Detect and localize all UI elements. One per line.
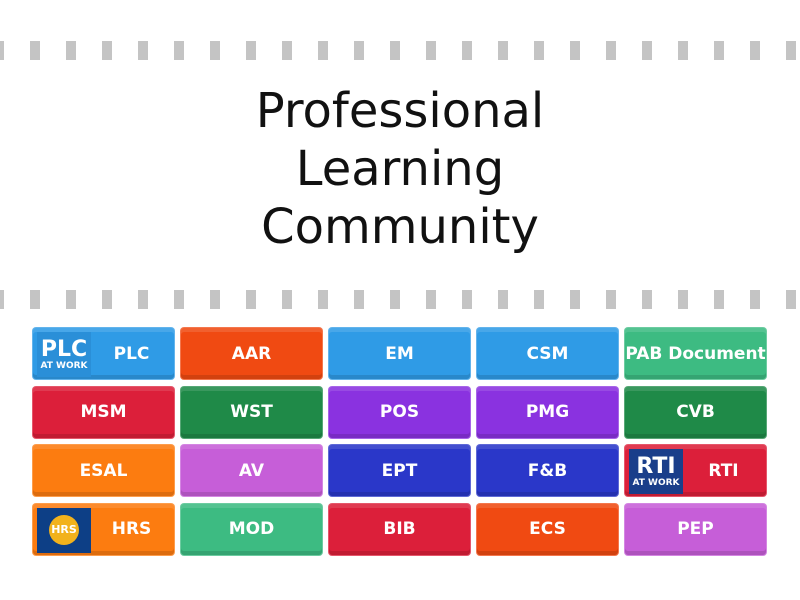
divider-dash bbox=[174, 290, 184, 309]
bottom-divider bbox=[0, 290, 800, 309]
divider-dash bbox=[30, 41, 40, 60]
tile-label: EM bbox=[385, 343, 414, 364]
divider-dash bbox=[102, 41, 112, 60]
answer-tile[interactable]: PMG bbox=[476, 385, 619, 439]
tile-label: PEP bbox=[677, 519, 714, 539]
answer-tile[interactable]: ECS bbox=[476, 502, 619, 556]
tile-label: ESAL bbox=[79, 460, 128, 481]
divider-dash bbox=[246, 290, 256, 309]
divider-dash bbox=[390, 290, 400, 309]
divider-dash bbox=[714, 290, 724, 309]
divider-dash bbox=[174, 41, 184, 60]
divider-dash bbox=[786, 41, 796, 60]
tile-label: PAB Document bbox=[625, 343, 766, 364]
divider-dash bbox=[0, 290, 4, 309]
divider-dash bbox=[642, 41, 652, 60]
divider-dash bbox=[534, 41, 544, 60]
divider-dash bbox=[498, 290, 508, 309]
answer-tile[interactable]: AAR bbox=[180, 327, 323, 380]
divider-dash bbox=[786, 290, 796, 309]
divider-dash bbox=[246, 41, 256, 60]
divider-dash bbox=[426, 290, 436, 309]
answer-tile[interactable]: EPT bbox=[328, 444, 471, 497]
tile-label: CVB bbox=[676, 402, 715, 422]
tile-label: RTI bbox=[708, 460, 739, 481]
divider-dash bbox=[750, 290, 760, 309]
page-title: Professional Learning Community bbox=[255, 83, 545, 255]
tile-label: BIB bbox=[383, 519, 416, 539]
answer-tile[interactable]: AV bbox=[180, 444, 323, 497]
tile-label: MSM bbox=[80, 402, 127, 422]
tile-label: PLC bbox=[113, 343, 150, 364]
divider-dash bbox=[282, 41, 292, 60]
divider-dash bbox=[570, 41, 580, 60]
divider-dash bbox=[138, 41, 148, 60]
divider-dash bbox=[426, 41, 436, 60]
divider-dash bbox=[30, 290, 40, 309]
divider-dash bbox=[138, 290, 148, 309]
answer-tile[interactable]: BIB bbox=[328, 502, 471, 556]
divider-dash bbox=[102, 290, 112, 309]
divider-dash bbox=[354, 41, 364, 60]
divider-dash bbox=[462, 290, 472, 309]
tile-label: AV bbox=[238, 460, 265, 481]
divider-dash bbox=[570, 290, 580, 309]
answer-tile[interactable]: POS bbox=[328, 385, 471, 439]
divider-dash bbox=[390, 41, 400, 60]
tile-label: CSM bbox=[526, 343, 569, 364]
answer-tile[interactable]: ESAL bbox=[32, 444, 175, 497]
divider-dash bbox=[534, 290, 544, 309]
divider-dash bbox=[282, 290, 292, 309]
divider-dash bbox=[210, 41, 220, 60]
answer-tile[interactable]: PEP bbox=[624, 502, 767, 556]
divider-dash bbox=[498, 41, 508, 60]
divider-dash bbox=[210, 290, 220, 309]
logo-icon: HRS bbox=[37, 507, 91, 553]
divider-dash bbox=[0, 41, 4, 60]
answer-tile[interactable]: F&B bbox=[476, 444, 619, 497]
tile-label: MOD bbox=[228, 519, 275, 539]
answer-tile[interactable]: MOD bbox=[180, 502, 323, 556]
tile-label: HRS bbox=[111, 519, 152, 539]
divider-dash bbox=[318, 41, 328, 60]
divider-dash bbox=[714, 41, 724, 60]
answer-tile[interactable]: EM bbox=[328, 327, 471, 380]
divider-dash bbox=[354, 290, 364, 309]
tile-label: AAR bbox=[231, 343, 272, 364]
divider-dash bbox=[462, 41, 472, 60]
tile-label: F&B bbox=[527, 460, 568, 481]
tile-label: EPT bbox=[381, 460, 418, 481]
divider-dash bbox=[642, 290, 652, 309]
answer-tile[interactable]: WST bbox=[180, 385, 323, 439]
divider-dash bbox=[66, 290, 76, 309]
tile-label: WST bbox=[230, 402, 273, 422]
divider-dash bbox=[606, 41, 616, 60]
divider-dash bbox=[678, 290, 688, 309]
divider-dash bbox=[678, 41, 688, 60]
answer-tile[interactable]: CVB bbox=[624, 385, 767, 439]
answer-tile[interactable]: CSM bbox=[476, 327, 619, 380]
top-divider bbox=[0, 41, 800, 60]
tile-label: POS bbox=[379, 402, 420, 422]
divider-dash bbox=[606, 290, 616, 309]
answer-tile[interactable]: MSM bbox=[32, 385, 175, 439]
divider-dash bbox=[750, 41, 760, 60]
divider-dash bbox=[66, 41, 76, 60]
tile-label: PMG bbox=[525, 402, 570, 422]
divider-dash bbox=[318, 290, 328, 309]
answer-tile[interactable]: HRS HRS bbox=[32, 502, 175, 556]
answer-tile[interactable]: PAB Document bbox=[624, 327, 767, 380]
tile-label: ECS bbox=[529, 519, 566, 539]
